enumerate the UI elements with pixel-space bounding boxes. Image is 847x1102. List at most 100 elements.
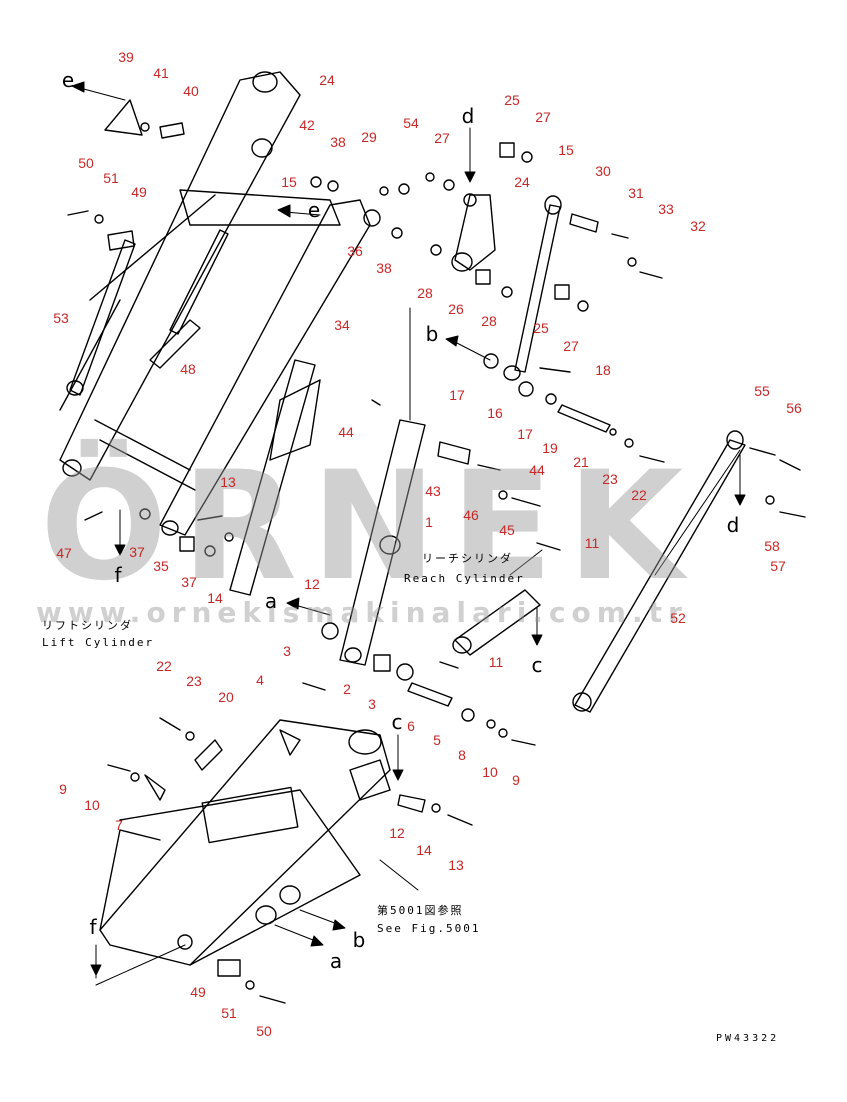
part-callout: 27 [563, 338, 579, 354]
part-callout: 19 [542, 440, 558, 456]
view-letter: e [307, 198, 321, 222]
part-callout: 20 [218, 689, 234, 705]
part-callout: 5 [433, 732, 441, 748]
part-callout: 24 [319, 72, 335, 88]
part-callout: 23 [602, 471, 618, 487]
upper-rod [514, 204, 561, 373]
part-callout: 6 [407, 718, 415, 734]
part-callout: 14 [416, 842, 432, 858]
part-callout: 49 [190, 984, 206, 1000]
see-fig-label-jp: 第5001図参照 [377, 904, 464, 917]
boom-inner [159, 199, 371, 536]
part-callout: 39 [118, 49, 134, 65]
part-callout: 28 [481, 313, 497, 329]
part-callout: 28 [417, 285, 433, 301]
view-letter: f [114, 563, 122, 587]
part-callout: 51 [221, 1005, 237, 1021]
part-callout: 54 [403, 115, 419, 131]
part-callout: 56 [786, 400, 802, 416]
part-callout: 41 [153, 65, 169, 81]
part-callout: 33 [658, 201, 674, 217]
part-callout: 43 [425, 483, 441, 499]
part-callout: 17 [449, 387, 465, 403]
part-callout: 2 [343, 681, 351, 697]
reach-cylinder [454, 589, 541, 656]
part-callout: 25 [504, 92, 520, 108]
part-callout: 10 [482, 764, 498, 780]
part-callout: 9 [512, 772, 520, 788]
part-callout: 57 [770, 558, 786, 574]
part-callout: 15 [558, 142, 574, 158]
part-callout: 9 [59, 781, 67, 797]
part-callout: 25 [533, 320, 549, 336]
view-letter: b [352, 928, 366, 952]
stabilizer-rod [574, 439, 746, 713]
boom-outer [59, 71, 301, 481]
view-letter: c [531, 653, 543, 677]
part-callout: 14 [207, 590, 223, 606]
part-callout: 12 [304, 576, 320, 592]
part-callout: 21 [573, 454, 589, 470]
part-callout: 10 [84, 797, 100, 813]
small-parts [67, 99, 806, 1004]
part-callout: 47 [56, 545, 72, 561]
part-callout: 29 [361, 129, 377, 145]
part-callout: 16 [487, 405, 503, 421]
part-callout: 35 [153, 558, 169, 574]
part-callout: 22 [156, 658, 172, 674]
part-callout: 36 [347, 243, 363, 259]
boom-web [179, 189, 341, 226]
part-callout: 7 [115, 817, 123, 833]
leaders [71, 81, 746, 986]
view-letter: b [425, 322, 439, 346]
part-callout: 18 [595, 362, 611, 378]
part-callout: 22 [631, 487, 647, 503]
part-callout: 31 [628, 185, 644, 201]
figure-code: PW43322 [716, 1033, 780, 1044]
view-letter: f [89, 915, 97, 939]
view-letter: a [264, 589, 278, 613]
part-callout: 48 [180, 361, 196, 377]
part-callout: 37 [181, 574, 197, 590]
part-callout: 24 [514, 174, 530, 190]
part-callout: 38 [330, 134, 346, 150]
part-callout: 49 [131, 184, 147, 200]
part-callout: 12 [389, 825, 405, 841]
see-fig-label-en: See Fig.5001 [377, 922, 481, 935]
part-callout: 34 [334, 317, 350, 333]
part-callout: 58 [764, 538, 780, 554]
part-callout: 27 [535, 109, 551, 125]
tilt-rod [169, 229, 229, 335]
part-callout: 55 [754, 383, 770, 399]
part-callout: 11 [488, 654, 504, 670]
part-callout: 50 [256, 1023, 272, 1039]
lift-cylinder [69, 239, 136, 396]
part-callout: 3 [368, 696, 376, 712]
watermark-brand: ÖRNEK [40, 440, 698, 614]
part-callout: 15 [281, 174, 297, 190]
part-callout: 17 [517, 426, 533, 442]
part-callout: 13 [448, 857, 464, 873]
part-callout: 44 [529, 462, 545, 478]
base-frame [99, 719, 391, 966]
part-callout: 11 [584, 535, 600, 551]
part-callout: 27 [434, 130, 450, 146]
part-callout: 8 [458, 747, 466, 763]
part-callout: 38 [376, 260, 392, 276]
part-callout: 44 [338, 424, 354, 440]
part-callout: 13 [220, 474, 236, 490]
view-letter: c [391, 710, 403, 734]
part-callout: 1 [425, 514, 433, 530]
view-letter: d [461, 104, 475, 128]
part-callout: 40 [183, 83, 199, 99]
part-callout: 37 [129, 544, 145, 560]
part-callout: 32 [690, 218, 706, 234]
part-callout: 42 [299, 117, 315, 133]
part-callout: 4 [256, 672, 264, 688]
part-callout: 23 [186, 673, 202, 689]
lift-cylinder-label-jp: リフトシリンダ [42, 619, 133, 632]
part-callout: 53 [53, 310, 69, 326]
view-letter: d [726, 513, 740, 537]
part-callout: 26 [448, 301, 464, 317]
